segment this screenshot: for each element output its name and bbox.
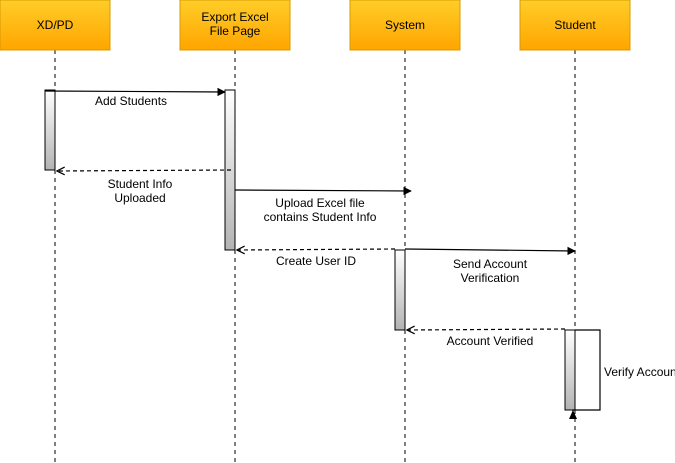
message-label: Uploaded <box>114 191 165 205</box>
message-create-user-id: Create User ID <box>237 249 396 268</box>
message-student-info-uploaded: Student Info Uploaded <box>57 170 232 205</box>
message-arrow <box>407 329 566 330</box>
participant-box <box>349 0 461 51</box>
participant-label: Student <box>554 18 596 32</box>
participant-label: File Page <box>210 24 261 38</box>
message-label: Verification <box>461 271 520 285</box>
message-arrow <box>572 329 601 413</box>
message-label: Create User ID <box>276 254 356 268</box>
participant-label: System <box>385 18 425 32</box>
message-account-verified: Account Verified <box>407 329 566 348</box>
participant-system: System <box>349 0 461 51</box>
message-arrow <box>404 246 576 256</box>
message-arrow <box>234 186 412 196</box>
participant-student: Student <box>519 0 631 51</box>
message-label: Verify Account <box>604 365 675 379</box>
message-label: Add Students <box>95 94 167 108</box>
message-arrow <box>57 170 232 171</box>
participant-box <box>0 0 111 51</box>
participant-export-excel-file-page: Export Excel File Page <box>179 0 291 51</box>
message-arrowhead <box>569 410 577 419</box>
message-label: Upload Excel file <box>275 196 365 210</box>
message-verify-account: Verify Account <box>569 329 675 419</box>
message-label: Student Info <box>108 177 173 191</box>
message-arrow <box>44 87 226 97</box>
message-arrow <box>237 249 396 250</box>
participant-label: XD/PD <box>37 18 74 32</box>
message-send-account-verification: Send Account Verification <box>404 246 576 285</box>
message-upload-excel-file: Upload Excel file contains Student Info <box>234 186 412 224</box>
message-label: contains Student Info <box>264 210 377 224</box>
activation-bar-student <box>564 329 576 411</box>
participant-box <box>179 0 291 51</box>
message-label: Account Verified <box>447 334 534 348</box>
participant-box <box>519 0 631 51</box>
activation-bar-system <box>394 249 406 331</box>
message-add-students: Add Students <box>44 87 226 108</box>
participant-xdpd: XD/PD <box>0 0 111 51</box>
participant-label: Export Excel <box>201 10 268 24</box>
message-label: Send Account <box>453 257 528 271</box>
activation-bar-xdpd <box>44 89 56 171</box>
